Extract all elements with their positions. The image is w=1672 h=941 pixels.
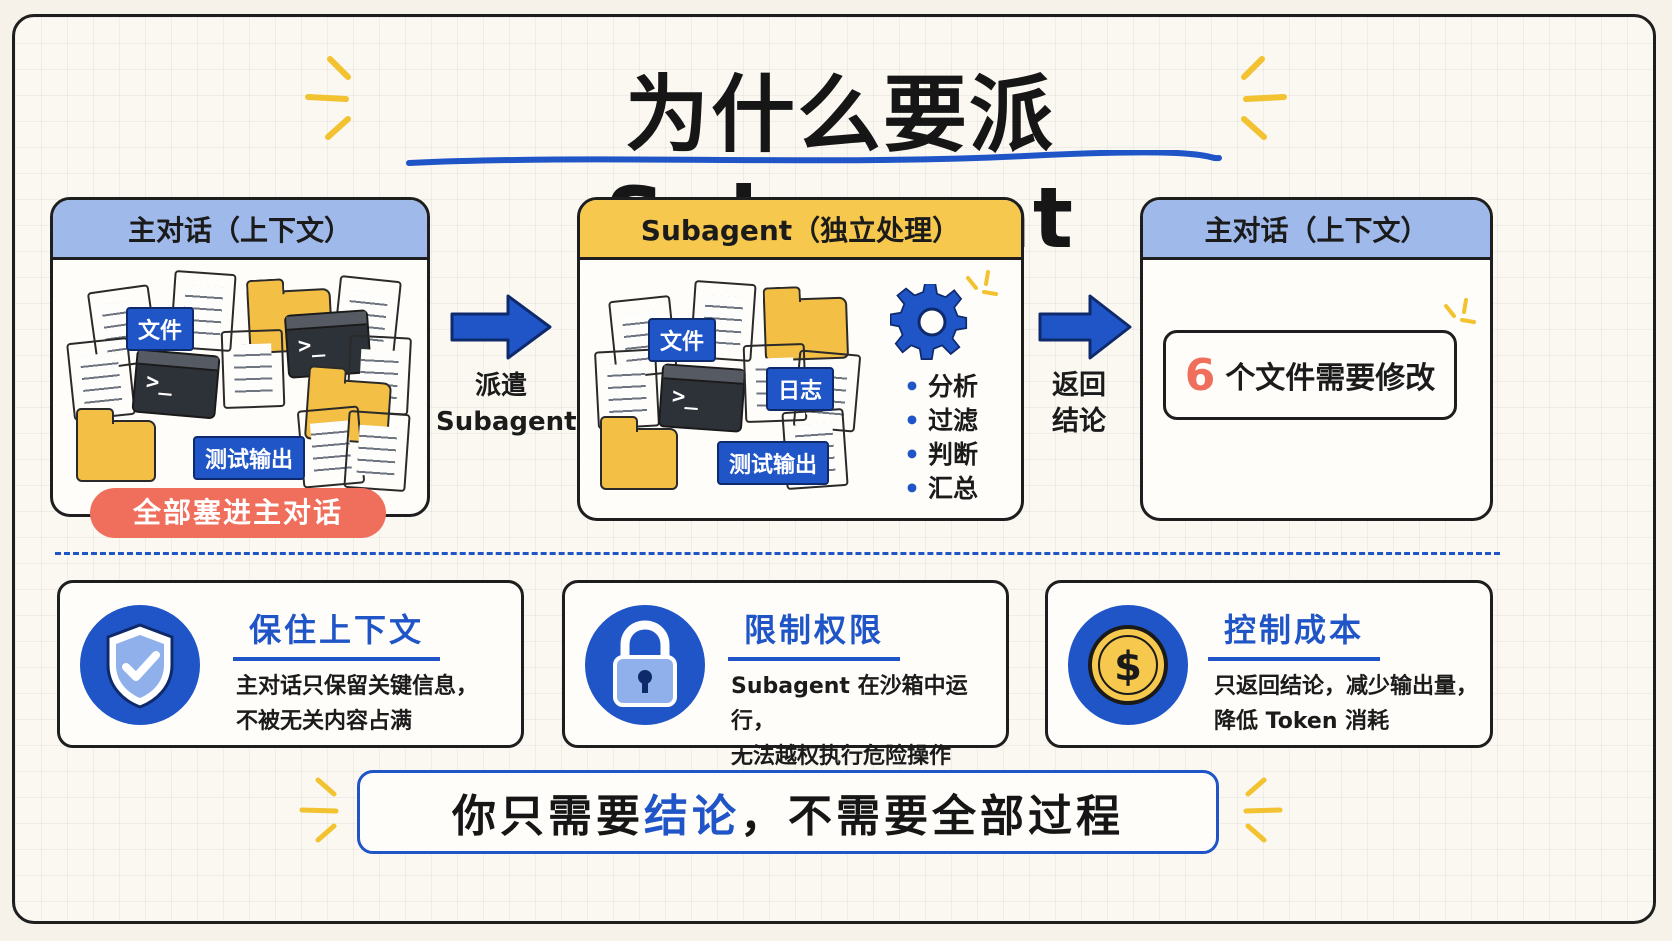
terminal-icon: >_	[657, 363, 747, 433]
test-output-tag: 测试输出	[717, 441, 830, 485]
panel-header: Subagent（独立处理）	[580, 200, 1021, 260]
terminal-icon: >_	[131, 348, 221, 420]
step-item: 分析	[904, 370, 978, 404]
panel-header: 主对话（上下文）	[1143, 200, 1490, 260]
log-tag: 日志	[766, 367, 835, 411]
document-icon	[220, 328, 286, 410]
feature-card-context: 保住上下文 主对话只保留关键信息， 不被无关内容占满	[57, 580, 524, 748]
step-item: 汇总	[904, 472, 978, 506]
stuffed-warning-pill: 全部塞进主对话	[90, 488, 386, 538]
section-divider	[55, 552, 1500, 555]
sparkle-right-icon	[1241, 56, 1287, 140]
dispatch-label: 派遣 Subagent	[436, 371, 577, 437]
feature-card-cost: $ 控制成本 只返回结论，减少输出量， 降低 Token 消耗	[1045, 580, 1493, 748]
shield-check-icon	[80, 605, 200, 725]
sparkle-left-icon	[299, 777, 339, 843]
result-count: 6	[1184, 349, 1216, 401]
message-part: ，不需要全部过程	[740, 791, 1124, 842]
step-item: 过滤	[904, 404, 978, 438]
padlock-icon	[585, 605, 705, 725]
sparkle-left-icon	[305, 56, 351, 140]
feature-title: 保住上下文	[233, 605, 441, 661]
feature-description: 主对话只保留关键信息， 不被无关内容占满	[236, 674, 479, 734]
dollar-coin-icon: $	[1068, 605, 1188, 725]
test-output-tag: 测试输出	[193, 436, 306, 480]
feature-description: 只返回结论，减少输出量， 降低 Token 消耗	[1214, 674, 1479, 734]
title-underline	[406, 150, 1222, 166]
sparkle-icon	[1444, 298, 1476, 324]
document-icon	[343, 409, 411, 493]
dispatch-arrow-icon	[450, 294, 552, 360]
feature-description: Subagent 在沙箱中运行， 无法越权执行危险操作	[731, 674, 968, 769]
folder-icon	[76, 408, 156, 482]
step-item: 判断	[904, 438, 978, 472]
feature-card-permission: 限制权限 Subagent 在沙箱中运行， 无法越权执行危险操作	[562, 580, 1009, 769]
return-label: 返回 结论	[1052, 370, 1106, 437]
message-highlight: 结论	[644, 791, 740, 842]
result-text: 个文件需要修改	[1225, 361, 1436, 396]
sparkle-icon	[966, 270, 998, 296]
gear-icon	[890, 284, 968, 360]
file-tag: 文件	[648, 318, 717, 362]
file-tag: 文件	[126, 307, 195, 351]
svg-text:$: $	[1114, 644, 1142, 690]
subagent-steps-list: 分析 过滤 判断 汇总	[904, 370, 978, 506]
result-summary-box: 6 个文件需要修改	[1163, 330, 1457, 420]
feature-title: 限制权限	[728, 605, 901, 661]
sparkle-right-icon	[1243, 777, 1283, 843]
key-message-box: 你只需要结论，不需要全部过程	[357, 770, 1219, 854]
message-part: 你只需要	[452, 791, 644, 842]
folder-icon	[600, 416, 678, 490]
return-arrow-icon	[1038, 294, 1132, 360]
feature-title: 控制成本	[1208, 605, 1381, 661]
panel-header: 主对话（上下文）	[53, 200, 427, 260]
